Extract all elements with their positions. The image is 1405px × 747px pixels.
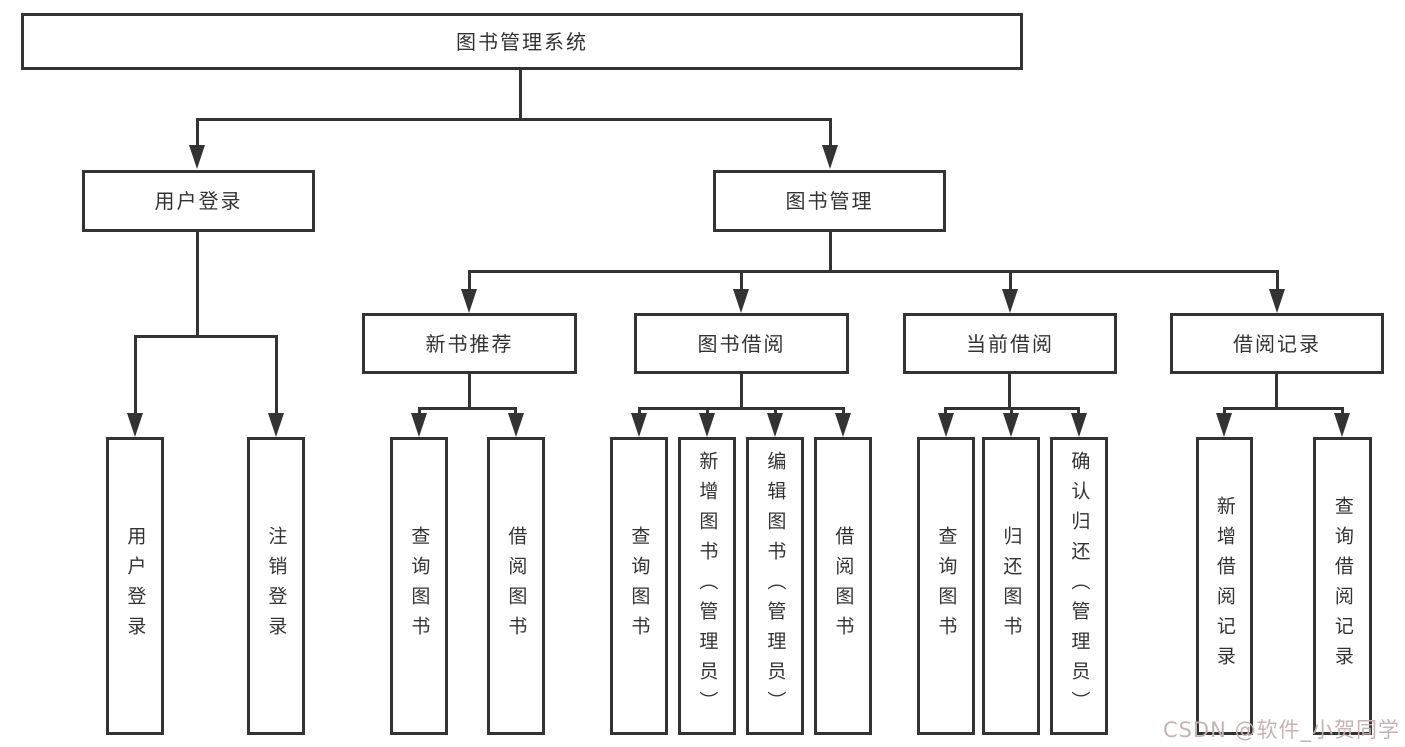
node-label: 用户登录 (154, 189, 243, 213)
connector-line (468, 373, 471, 410)
leaf-label: 用户登录 (124, 526, 147, 646)
connector-line (829, 118, 832, 148)
connector-line (740, 270, 743, 292)
leaf-label: 新增图书（管理员） (696, 451, 719, 721)
arrow-down-icon (1216, 413, 1232, 437)
csdn-watermark: CSDN @软件_小贺同学 (1162, 718, 1400, 742)
leaf-edit-book-admin: 编辑图书（管理员） (746, 437, 804, 735)
node-book-borrow: 图书借阅 (634, 313, 849, 374)
leaf-query-books-1: 查询图书 (390, 437, 448, 735)
connector-line (196, 118, 199, 148)
connector-line (196, 232, 199, 337)
connector-line (275, 335, 278, 415)
arrow-down-icon (1002, 289, 1018, 313)
connector-line (740, 373, 743, 410)
connector-line (1009, 270, 1012, 292)
leaf-label: 查询图书 (408, 526, 431, 646)
leaf-return-book: 归还图书 (982, 437, 1040, 735)
node-label: 图书借阅 (697, 331, 786, 356)
connector-line (638, 407, 641, 417)
connector-line (638, 407, 845, 410)
connector-line (468, 270, 1279, 273)
connector-line (1008, 373, 1011, 410)
connector-line (706, 407, 709, 417)
connector-line (1223, 407, 1344, 410)
connector-line (1077, 407, 1080, 417)
arrow-down-icon (1334, 413, 1350, 437)
node-label: 当前借阅 (966, 331, 1054, 356)
node-new-book-recommend: 新书推荐 (362, 313, 577, 374)
connector-line (829, 231, 832, 272)
node-borrow-records: 借阅记录 (1170, 313, 1384, 374)
arrow-down-icon (699, 413, 715, 437)
connector-line (514, 407, 517, 417)
connector-line (134, 335, 278, 338)
connector-line (418, 407, 517, 410)
arrow-down-icon (1071, 413, 1087, 437)
arrow-down-icon (127, 413, 143, 437)
leaf-query-borrow-record: 查询借阅记录 (1313, 437, 1372, 735)
leaf-label: 查询图书 (628, 526, 651, 646)
connector-line (418, 407, 421, 417)
leaf-label: 借阅图书 (505, 526, 528, 646)
connector-line (1341, 407, 1344, 417)
connector-line (944, 407, 947, 417)
leaf-label: 查询图书 (935, 526, 958, 646)
node-root-label: 图书管理系统 (456, 29, 588, 54)
leaf-borrow-books-1: 借阅图书 (487, 437, 545, 735)
leaf-query-books-2: 查询图书 (610, 437, 668, 735)
node-book-management: 图书管理 (713, 170, 946, 232)
arrow-down-icon (835, 413, 851, 437)
arrow-down-icon (508, 413, 524, 437)
node-label: 借阅记录 (1233, 331, 1321, 356)
leaf-label: 新增借阅记录 (1213, 496, 1236, 676)
leaf-confirm-return-admin: 确认归还（管理员） (1050, 437, 1108, 735)
arrow-down-icon (1269, 289, 1285, 313)
connector-line (842, 407, 845, 417)
arrow-down-icon (189, 145, 205, 169)
node-user-login: 用户登录 (82, 170, 315, 232)
arrow-down-icon (461, 289, 477, 313)
arrow-down-icon (767, 413, 783, 437)
arrow-down-icon (1003, 413, 1019, 437)
connector-line (196, 118, 832, 121)
leaf-label: 归还图书 (1000, 526, 1023, 646)
arrow-down-icon (938, 413, 954, 437)
leaf-user-login: 用户登录 (106, 437, 164, 735)
arrow-down-icon (822, 145, 838, 169)
leaf-label: 查询借阅记录 (1331, 496, 1354, 676)
node-label: 图书管理 (785, 189, 874, 213)
leaf-label: 编辑图书（管理员） (764, 451, 787, 721)
node-current-borrow: 当前借阅 (903, 313, 1117, 374)
node-root: 图书管理系统 (21, 13, 1023, 70)
leaf-label: 确认归还（管理员） (1068, 451, 1091, 721)
arrow-down-icon (268, 413, 284, 437)
arrow-down-icon (411, 413, 427, 437)
leaf-label: 注销登录 (265, 526, 288, 646)
leaf-logout: 注销登录 (247, 437, 305, 735)
connector-line (1223, 407, 1226, 417)
connector-line (1276, 270, 1279, 292)
leaf-query-books-3: 查询图书 (917, 437, 975, 735)
connector-line (1275, 373, 1278, 410)
connector-line (774, 407, 777, 417)
connector-line (519, 70, 522, 118)
arrow-down-icon (631, 413, 647, 437)
connector-line (468, 270, 471, 292)
leaf-add-book-admin: 新增图书（管理员） (678, 437, 736, 735)
connector-line (134, 335, 137, 415)
connector-line (1010, 407, 1013, 417)
leaf-borrow-books-2: 借阅图书 (814, 437, 872, 735)
node-label: 新书推荐 (425, 331, 514, 356)
leaf-add-borrow-record: 新增借阅记录 (1196, 437, 1253, 735)
arrow-down-icon (733, 289, 749, 313)
leaf-label: 借阅图书 (832, 526, 855, 646)
